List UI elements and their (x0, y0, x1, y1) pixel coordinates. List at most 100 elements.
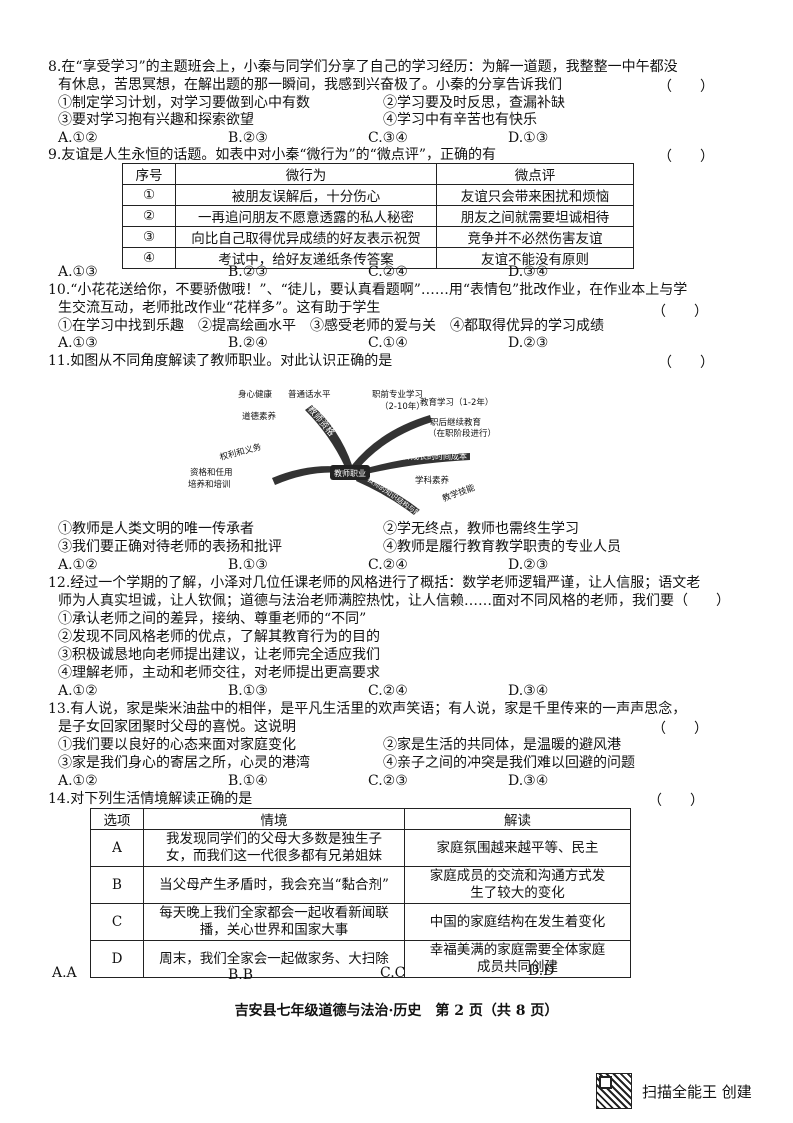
q11-option-a[interactable]: A.①② (58, 557, 98, 573)
q14-cell-line: 女，而我们这一代很多都有兄弟姐妹 (166, 848, 382, 864)
q11-statement-1: ①教师是人类文明的唯一传承者 (58, 521, 254, 537)
q14-cell-line: 家庭氛围越来越平等、民主 (436, 839, 599, 856)
q12-stem-line2: 师为人真实坦诚，让人钦佩；道德与法治老师满腔热忱，让人信赖……面对不同风格的老师… (58, 593, 730, 609)
q12-statement-3: ③积极诚恳地向老师提出建议，让老师完全适应我们 (58, 647, 380, 663)
q14-cell: A (90, 829, 144, 867)
table-row: ③ 向比自己取得优异成绩的好友表示祝贺 竞争并不必然伤害友谊 (122, 226, 634, 248)
q8-option-a[interactable]: A.①② (58, 130, 98, 146)
table-row: B 当父母产生矛盾时，我会充当“黏合剂” 家庭成员的交流和沟通方式发生了较大的变… (90, 866, 631, 904)
q9-option-c[interactable]: C.②④ (368, 264, 408, 280)
q8-option-d[interactable]: D.①③ (508, 130, 549, 146)
q10-stem-line2: 生交流互动，老师批改作业“花样多”。这有助于学生 (58, 300, 381, 316)
q9-answer-paren[interactable]: （ ） (658, 149, 714, 165)
branch-time-cost (360, 453, 470, 475)
q14-cell-line: 成员共同创建 (477, 959, 558, 975)
mindmap-leaf: （2-10年） (380, 401, 425, 412)
q9-cell: 友谊不能没有原则 (436, 247, 634, 269)
q9-cell: 竞争并不必然伤害友谊 (436, 226, 634, 248)
branch-education-learning (352, 415, 432, 469)
q14-cell: 中国的家庭结构在发生着变化 (404, 903, 631, 941)
q14-cell-line: 生了较大的变化 (470, 885, 565, 901)
page-footer: 吉安县七年级道德与法治·历史 第 2 页（共 8 页） (234, 1003, 559, 1019)
q8-stem-line2: 有休息，苦思冥想，在解出题的那一瞬间，我感到兴奋极了。小秦的分享告诉我们 (58, 77, 562, 93)
mindmap-leaf: 学科素养 (415, 475, 450, 486)
q11-answer-paren[interactable]: （ ） (658, 355, 714, 371)
q9-header-no: 序号 (122, 163, 176, 185)
q14-answer-paren[interactable]: （ ） (648, 793, 704, 809)
q8-option-c[interactable]: C.③④ (368, 130, 408, 146)
q9-cell: 朋友之间就需要坦诚相待 (436, 205, 634, 227)
q11-option-c[interactable]: C.②④ (368, 557, 408, 573)
q13-statement-2: ②家是生活的共同体，是温暖的避风港 (383, 737, 621, 753)
q14-cell: B (90, 866, 144, 904)
q14-option-c[interactable]: C.C (380, 965, 406, 981)
q12-statement-4: ④理解老师，主动和老师交往，对老师提出更高要求 (58, 665, 380, 681)
mindmap-leaf: 道德素养 (242, 411, 277, 422)
mindmap-leaf: 教育学习（1-2年） (420, 397, 493, 408)
q8-answer-paren[interactable]: （ ） (658, 79, 714, 95)
q13-option-a[interactable]: A.①② (58, 773, 98, 789)
q14-cell: 家庭氛围越来越平等、民主 (404, 829, 631, 867)
q14-option-a[interactable]: A.A (52, 965, 77, 981)
mindmap-center-label: 教师职业 (334, 468, 366, 478)
q14-cell: 每天晚上我们全家都会一起收看新闻联播，关心世界和国家大事 (143, 903, 405, 941)
q13-option-c[interactable]: C.②③ (368, 773, 408, 789)
table-row: A 我发现同学们的父母大多数是独生子女，而我们这一代很多都有兄弟姐妹 家庭氛围越… (90, 829, 631, 867)
mindmap-leaf: 权利和义务 (219, 441, 263, 463)
q11-stem: 11.如图从不同角度解读了教师职业。对此认识正确的是 (48, 353, 393, 369)
q14-header-situation: 情境 (143, 808, 405, 830)
q13-statement-1: ①我们要以良好的心态来面对家庭变化 (58, 737, 296, 753)
q9-stem: 9.友谊是人生永恒的话题。如表中对小秦“微行为”的“微点评”，正确的有 (48, 147, 496, 163)
q10-statements: ①在学习中找到乐趣 ②提高绘画水平 ③感受老师的爱与关 ④都取得优异的学习成绩 (58, 318, 604, 334)
q14-stem: 14.对下列生活情境解读正确的是 (48, 791, 253, 807)
q10-option-c[interactable]: C.①④ (368, 335, 408, 351)
q12-option-b[interactable]: B.①③ (228, 683, 268, 699)
q13-answer-paren[interactable]: （ ） (652, 721, 708, 737)
q10-answer-paren[interactable]: （ ） (652, 304, 708, 320)
q9-option-a[interactable]: A.①③ (58, 264, 98, 280)
q11-option-d[interactable]: D.②③ (508, 557, 549, 573)
q10-option-a[interactable]: A.①③ (58, 335, 98, 351)
mindmap-leaf: 身心健康 (238, 389, 273, 400)
q10-option-d[interactable]: D.②③ (508, 335, 549, 351)
q8-option-b[interactable]: B.②③ (228, 130, 268, 146)
branch-teacher-qualification (305, 405, 352, 467)
q14-cell: 家庭成员的交流和沟通方式发生了较大的变化 (404, 866, 631, 904)
q9-cell: 友谊只会带来困扰和烦恼 (436, 184, 634, 206)
q8-statement-4: ④学习中有辛苦也有快乐 (383, 112, 537, 128)
q13-option-d[interactable]: D.③④ (508, 773, 549, 789)
q11-statement-3: ③我们要正确对待老师的表扬和批评 (58, 539, 282, 555)
q14-header-interpretation: 解读 (404, 808, 631, 830)
q12-option-d[interactable]: D.③④ (508, 683, 549, 699)
q14-cell: 当父母产生矛盾时，我会充当“黏合剂” (143, 866, 405, 904)
q9-cell: ① (122, 184, 176, 206)
table-row: ④ 考试中，给好友递纸条传答案 友谊不能没有原则 (122, 247, 634, 269)
q14-cell-line: 我发现同学们的父母大多数是独生子 (166, 831, 382, 847)
q12-option-c[interactable]: C.②④ (368, 683, 408, 699)
q10-option-b[interactable]: B.②④ (228, 335, 268, 351)
q14-cell-line: 周末，我们全家会一起做家务、大扫除 (159, 950, 389, 967)
q14-cell: 幸福美满的家庭需要全体家庭成员共同创建 (404, 940, 631, 978)
q9-table: 序号 微行为 微点评 ① 被朋友误解后，十分伤心 友谊只会带来困扰和烦恼 ② 一… (122, 163, 634, 269)
q13-option-b[interactable]: B.①④ (228, 773, 268, 789)
q14-option-b[interactable]: B.B (228, 967, 254, 983)
q9-option-b[interactable]: B.②③ (228, 264, 268, 280)
q10-stem-line1: 10.“小花花送给你，不要骄傲哦！”、“徒儿，要认真看题啊”……用“表情包”批改… (48, 282, 688, 298)
q14-cell-line: 播，关心世界和国家大事 (199, 922, 349, 938)
q11-option-b[interactable]: B.①③ (228, 557, 268, 573)
q12-option-a[interactable]: A.①② (58, 683, 98, 699)
q14-option-d[interactable]: D.D (528, 963, 555, 979)
q14-cell: D (90, 940, 144, 978)
q14-cell-line: 当父母产生矛盾时，我会充当“黏合剂” (159, 876, 389, 893)
q12-statement-1: ①承认老师之间的差异，接纳、尊重老师的“不同” (58, 611, 367, 627)
q9-header-comment: 微点评 (436, 163, 634, 185)
table-row: ② 一再追问朋友不愿意透露的私人秘密 朋友之间就需要坦诚相待 (122, 205, 634, 227)
mindmap-leaf: 职后继续教育 (430, 417, 481, 428)
q14-cell: 我发现同学们的父母大多数是独生子女，而我们这一代很多都有兄弟姐妹 (143, 829, 405, 867)
branch-teacher-law (272, 466, 343, 485)
mindmap-leaf: 培养和培训 (188, 479, 231, 490)
q12-statement-2: ②发现不同风格老师的优点，了解其教育行为的目的 (58, 629, 380, 645)
teacher-profession-mindmap: 教师职业 教师资格 教师法 教育学习 教师成长的时间成本 教师的知识结构与能力 … (188, 389, 496, 515)
q9-option-d[interactable]: D.③④ (508, 264, 549, 280)
